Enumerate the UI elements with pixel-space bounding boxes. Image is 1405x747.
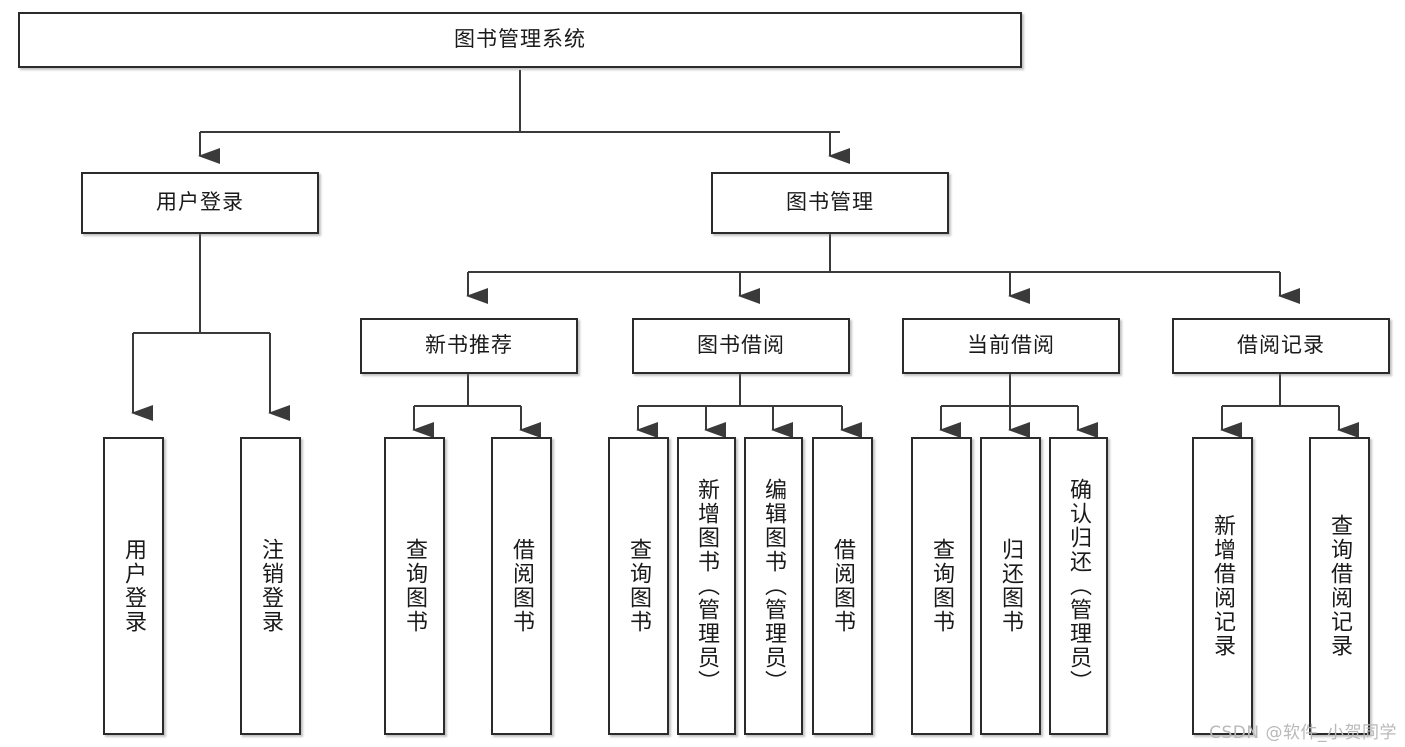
leaf-add-borrow-record[interactable]: 新增借阅记录 <box>1192 437 1253 735</box>
leaf-borrow-book[interactable]: 借阅图书 <box>812 437 873 735</box>
node-book-management[interactable]: 图书管理 <box>711 172 949 234</box>
leaf-query-book-borrow[interactable]: 查询图书 <box>608 437 669 735</box>
node-label: 新书推荐 <box>425 333 513 358</box>
node-label: 编辑图书（管理员） <box>761 478 787 694</box>
leaf-borrow-book-recommend[interactable]: 借阅图书 <box>491 437 552 735</box>
node-label: 借阅图书 <box>830 538 856 634</box>
node-user-login[interactable]: 用户登录 <box>81 172 319 234</box>
leaf-return-book[interactable]: 归还图书 <box>980 437 1041 735</box>
node-label: 图书管理系统 <box>454 27 586 52</box>
node-label: 图书借阅 <box>697 333 785 358</box>
node-new-book-recommend[interactable]: 新书推荐 <box>360 318 578 374</box>
leaf-user-login[interactable]: 用户登录 <box>103 437 164 735</box>
node-borrow-record[interactable]: 借阅记录 <box>1172 318 1390 374</box>
node-label: 归还图书 <box>998 538 1024 634</box>
leaf-confirm-return-admin[interactable]: 确认归还（管理员） <box>1049 437 1108 735</box>
leaf-add-book-admin[interactable]: 新增图书（管理员） <box>677 437 736 735</box>
node-label: 查询图书 <box>929 538 955 634</box>
node-label: 新增借阅记录 <box>1210 514 1236 658</box>
node-label: 用户登录 <box>156 190 244 215</box>
node-label: 当前借阅 <box>967 333 1055 358</box>
leaf-logout-login[interactable]: 注销登录 <box>240 437 301 735</box>
node-book-borrow[interactable]: 图书借阅 <box>632 318 850 374</box>
node-label: 注销登录 <box>258 538 284 634</box>
leaf-query-book-recommend[interactable]: 查询图书 <box>384 437 445 735</box>
node-label: 用户登录 <box>121 538 147 634</box>
leaf-edit-book-admin[interactable]: 编辑图书（管理员） <box>744 437 803 735</box>
leaf-query-borrow-record[interactable]: 查询借阅记录 <box>1309 437 1370 735</box>
node-label: 确认归还（管理员） <box>1066 478 1092 694</box>
csdn-watermark: CSDN @软件_小贺同学 <box>1209 723 1397 743</box>
node-label: 查询借阅记录 <box>1327 514 1353 658</box>
node-label: 查询图书 <box>402 538 428 634</box>
node-label: 借阅图书 <box>509 538 535 634</box>
node-label: 新增图书（管理员） <box>694 478 720 694</box>
leaf-query-book-current[interactable]: 查询图书 <box>911 437 972 735</box>
node-current-borrow[interactable]: 当前借阅 <box>902 318 1120 374</box>
node-root-book-management-system[interactable]: 图书管理系统 <box>18 12 1022 68</box>
node-label: 查询图书 <box>626 538 652 634</box>
node-label: 图书管理 <box>786 190 874 215</box>
node-label: 借阅记录 <box>1237 333 1325 358</box>
